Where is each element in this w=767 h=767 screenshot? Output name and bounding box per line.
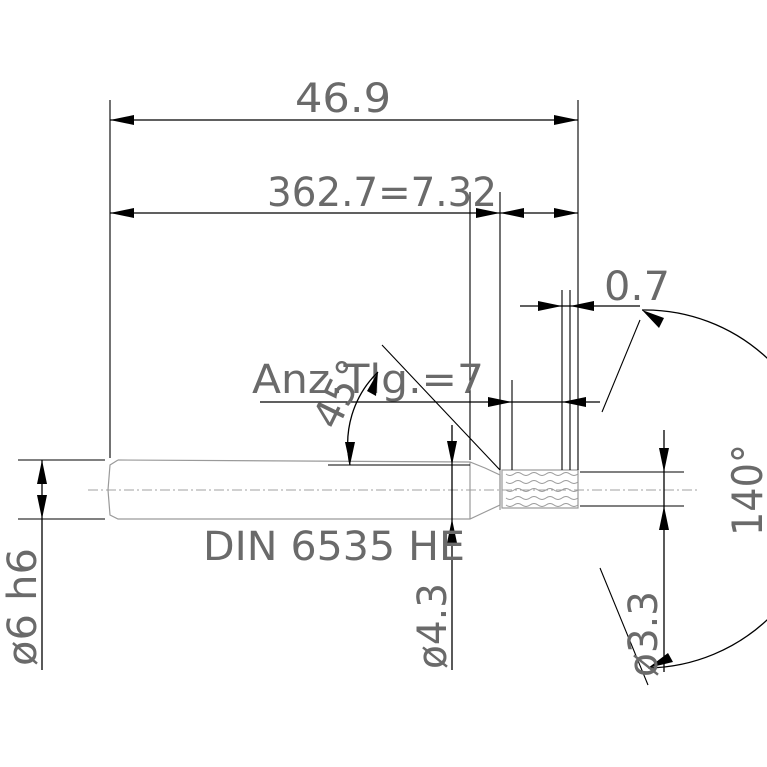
arrow-mid-right bbox=[500, 208, 524, 218]
arrow-top bbox=[642, 310, 664, 328]
arrow-right bbox=[570, 301, 594, 311]
arrow-top bbox=[447, 441, 457, 465]
dimension-shank-diameter: ø6 h6 bbox=[0, 459, 105, 670]
thread-section bbox=[501, 469, 579, 509]
dimension-tip-angle: 140° bbox=[599, 309, 767, 686]
arrow-left bbox=[110, 208, 134, 218]
dimension-flute-length: 362.7=7.32 bbox=[110, 170, 578, 470]
arrow-bottom bbox=[345, 442, 355, 465]
teeth-count-annotation: Anz.Tlg.=7 bbox=[252, 357, 600, 407]
tip-reference-line-top bbox=[601, 319, 641, 413]
arrow-right bbox=[554, 115, 578, 125]
arrow-top bbox=[367, 372, 378, 396]
arrow-right bbox=[562, 397, 586, 407]
angle-arc bbox=[641, 309, 767, 669]
arrow-left bbox=[110, 115, 134, 125]
arrow-bottom bbox=[648, 653, 673, 668]
dimension-text: ø3.3 bbox=[621, 591, 667, 677]
arrow-bottom bbox=[447, 519, 457, 543]
arrow-top bbox=[659, 448, 669, 472]
dimension-overall-length: 46.9 bbox=[109, 76, 579, 470]
teeth-count-text: Anz.Tlg.=7 bbox=[252, 357, 484, 403]
dimension-tip-diameter: ø3.3 bbox=[580, 430, 684, 677]
dimension-text: 362.7=7.32 bbox=[267, 170, 497, 216]
dimension-text: 46.9 bbox=[295, 76, 391, 122]
chamfer-reference-line bbox=[381, 344, 501, 471]
arrow-bottom bbox=[659, 506, 669, 530]
angle-text: 140° bbox=[723, 444, 767, 536]
arrow-right bbox=[554, 208, 578, 218]
dimension-neck-diameter: ø4.3 bbox=[410, 425, 457, 670]
thread-pattern bbox=[505, 472, 579, 507]
standard-label: DIN 6535 HE bbox=[203, 524, 465, 570]
arrow-top bbox=[37, 460, 47, 484]
shank-outline bbox=[107, 459, 501, 520]
arrow-left bbox=[538, 301, 562, 311]
dimension-text: ø4.3 bbox=[410, 583, 456, 669]
arrow-mid-left bbox=[476, 208, 500, 218]
tip-reference-line-bottom bbox=[599, 567, 649, 686]
arrow-left bbox=[488, 397, 512, 407]
tool-body bbox=[88, 459, 700, 520]
dimension-text: 0.7 bbox=[604, 264, 670, 310]
arrow-bottom bbox=[37, 495, 47, 519]
dimension-text: ø6 h6 bbox=[0, 548, 46, 666]
dimension-chamfer-length: 0.7 bbox=[520, 264, 670, 470]
